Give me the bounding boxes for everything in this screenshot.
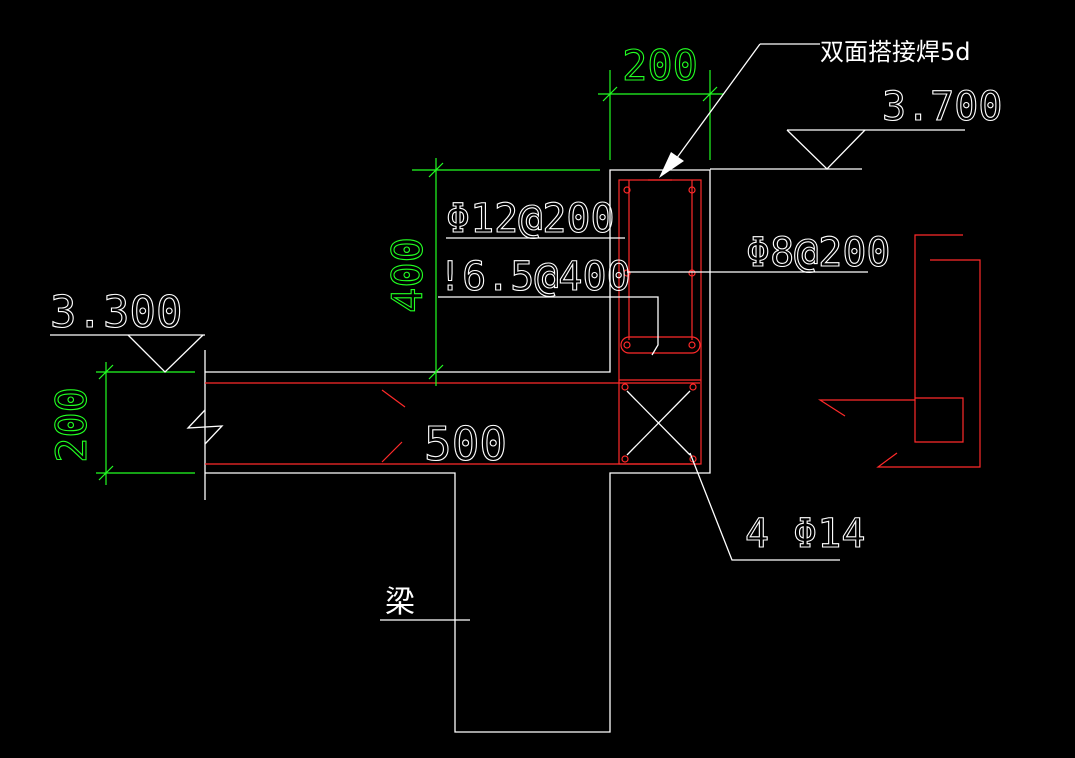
rebar-dist-label: !6.5@400 (438, 254, 631, 300)
slab-rebar (205, 382, 700, 465)
weld-leader: 双面搭接焊5d (659, 38, 971, 178)
rebar-callout-right: Φ8@200 (627, 229, 891, 277)
weld-note: 双面搭接焊5d (820, 38, 971, 66)
elevation-left: 3.300 (49, 286, 205, 373)
dim-200-slab: 200 (46, 362, 195, 485)
dim-slab-label: 200 (47, 387, 96, 463)
rebar-callout-left: Φ12@200 !6.5@400 (437, 195, 659, 356)
corner-bars-label: 4 Φ14 (745, 511, 865, 557)
elevation-top: 3.700 (710, 83, 1003, 170)
rebar-main-label: Φ12@200 (446, 196, 615, 242)
column-rebar (618, 179, 702, 465)
slab-span-label: 500 (424, 417, 507, 471)
beam-callout: 梁 (380, 585, 470, 621)
corner-bar-cross (626, 390, 691, 456)
hook-detail (817, 234, 981, 468)
leader-arrow-icon (659, 152, 684, 178)
corner-bars-callout: 4 Φ14 (689, 452, 866, 561)
elevation-top-label: 3.700 (882, 84, 1002, 130)
dim-width-label: 200 (622, 41, 698, 90)
dim-200-top: 200 (598, 40, 724, 160)
dim-height-label: 400 (383, 237, 432, 313)
elevation-left-label: 3.300 (50, 287, 182, 338)
beam-label: 梁 (385, 585, 415, 620)
concrete-outline (186, 169, 711, 733)
dim-400-left: 400 (382, 158, 600, 386)
rebar-hook-label: Φ8@200 (746, 230, 891, 276)
